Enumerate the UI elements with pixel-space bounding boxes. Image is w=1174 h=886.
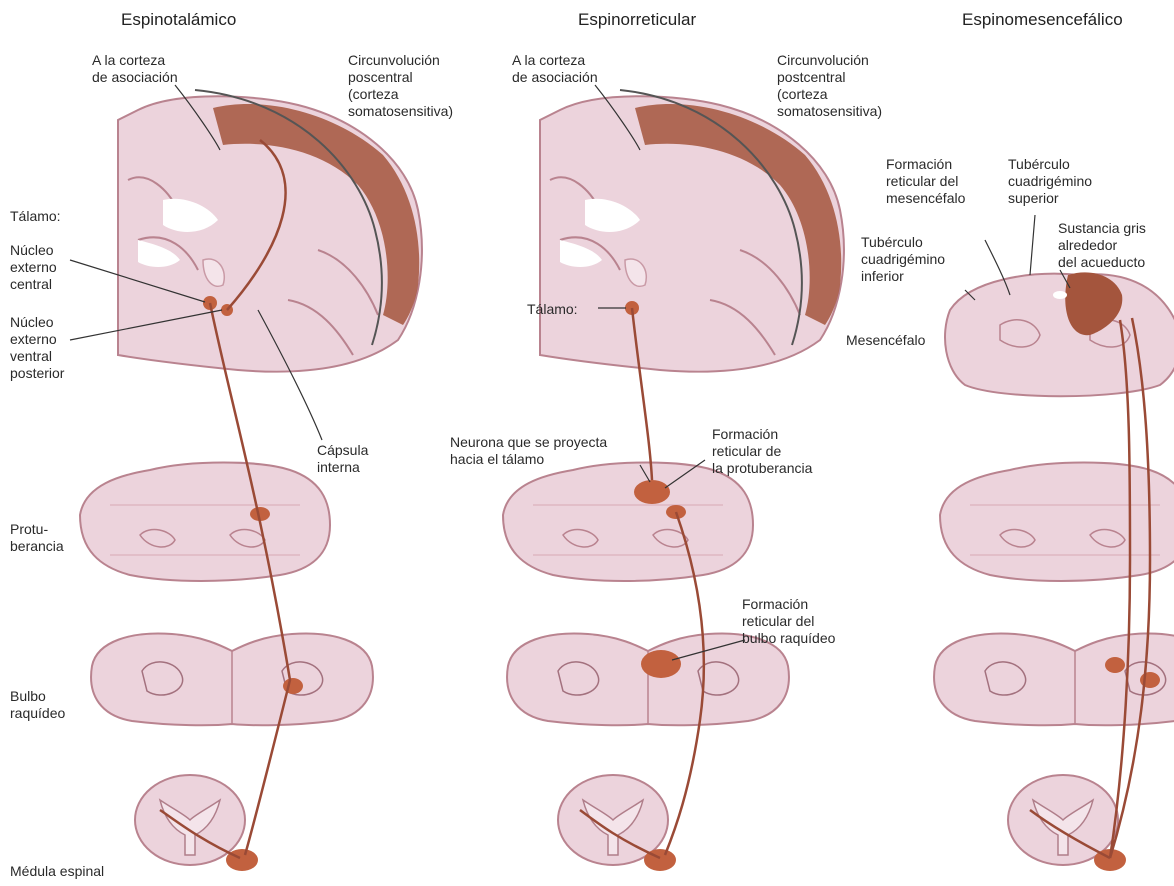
- label-vpl-nucleus: Núcleo externo ventral posterior: [10, 314, 64, 382]
- label-medulla: Bulbo raquídeo: [10, 688, 65, 722]
- forebrain-section-2: [540, 96, 844, 371]
- pons-section-3: [940, 463, 1174, 582]
- pons-section: [80, 463, 330, 582]
- label-internal-capsule: Cápsula interna: [317, 442, 368, 476]
- label-postcentral-gyrus-1: Circunvolución poscentral (corteza somat…: [348, 52, 453, 120]
- medullary-rf-marker: [641, 650, 681, 678]
- panel-spinomesencephalic: [934, 215, 1174, 871]
- aqueduct: [1053, 291, 1067, 299]
- label-inferior-colliculus: Tubérculo cuadrigémino inferior: [861, 234, 945, 285]
- label-thalamus-heading: Tálamo:: [10, 208, 61, 225]
- label-periaqueductal-gray: Sustancia gris alrededor del acueducto: [1058, 220, 1146, 271]
- medulla-section-2: [507, 633, 789, 725]
- label-pons: Protu- berancia: [10, 521, 64, 555]
- label-thalamus-2: Tálamo:: [527, 301, 578, 318]
- medulla-section: [91, 633, 373, 725]
- label-neuron-to-thalamus: Neurona que se proyecta hacia el tálamo: [450, 434, 607, 468]
- title-spinoreticular: Espinorreticular: [578, 10, 696, 30]
- label-midbrain: Mesencéfalo: [846, 332, 925, 349]
- panel-spinothalamic: [70, 85, 422, 871]
- pontine-rf-marker: [634, 480, 670, 504]
- label-assoc-cortex-1: A la corteza de asociación: [92, 52, 178, 86]
- label-spinal-cord: Médula espinal: [10, 863, 104, 880]
- medulla-tract-marker-3: [1105, 657, 1125, 673]
- title-spinothalamic: Espinotalámico: [121, 10, 236, 30]
- label-central-lateral-nucleus: Núcleo externo central: [10, 242, 57, 293]
- label-medullary-rf: Formación reticular del bulbo raquídeo: [742, 596, 835, 647]
- label-postcentral-gyrus-2: Circunvolución postcentral (corteza soma…: [777, 52, 882, 120]
- label-midbrain-rf: Formación reticular del mesencéfalo: [886, 156, 965, 207]
- pons-section-2: [503, 463, 753, 582]
- title-spinomesencephalic: Espinomesencefálico: [962, 10, 1123, 30]
- label-assoc-cortex-2: A la corteza de asociación: [512, 52, 598, 86]
- medulla-section-3: [934, 633, 1174, 725]
- label-superior-colliculus: Tubérculo cuadrigémino superior: [1008, 156, 1092, 207]
- panel-spinoreticular: [503, 85, 844, 871]
- label-pontine-rf: Formación reticular de la protuberancia: [712, 426, 812, 477]
